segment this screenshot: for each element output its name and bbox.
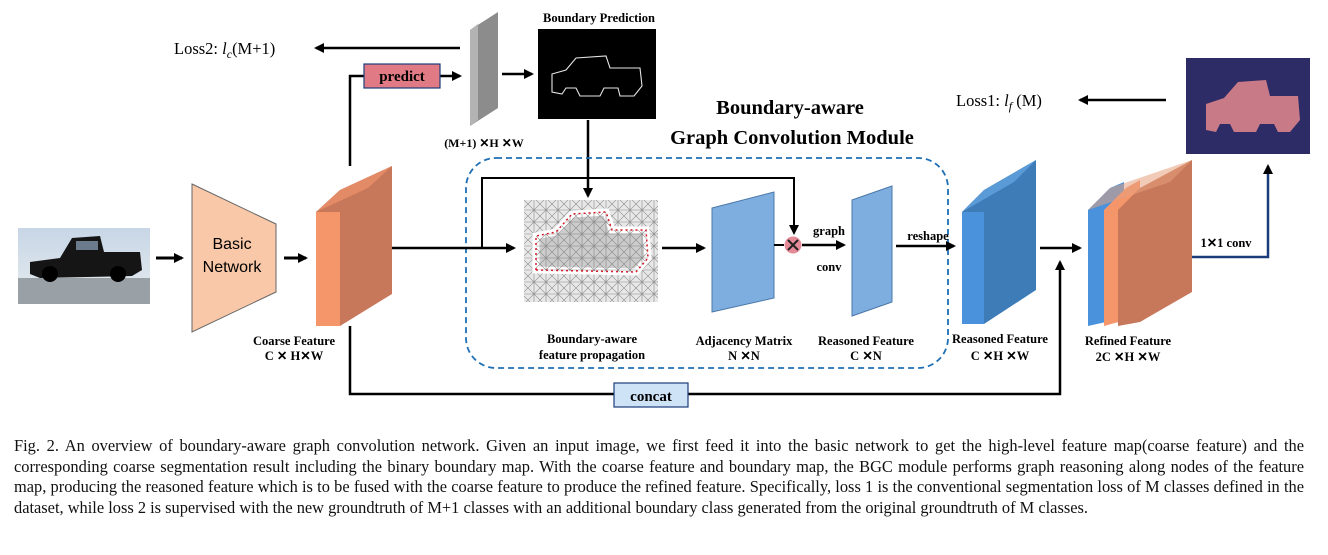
reasoned-big-label-2: C ✕H ✕W xyxy=(971,349,1030,363)
predict-box xyxy=(363,63,441,89)
reasoned-small-label-1: Reasoned Feature xyxy=(818,334,914,348)
coarse-feature-label-2: C ✕ H✕W xyxy=(265,349,324,363)
basic-network-label-1: Basic xyxy=(212,236,251,253)
predict-label: predict xyxy=(379,69,425,85)
concat-connector xyxy=(348,260,1065,396)
coarse-feature-block xyxy=(316,166,392,326)
segmentation-output-image xyxy=(1186,58,1310,154)
refined-label-2: 2C ✕H ✕W xyxy=(1096,350,1161,364)
refined-label-1: Refined Feature xyxy=(1085,334,1172,348)
boundary-prediction-image xyxy=(538,29,656,119)
loss2-label: Loss2: lc(M+1) xyxy=(174,39,275,61)
refined-feature-block xyxy=(1088,160,1192,326)
predict-connector xyxy=(348,71,462,166)
adjacency-label-2: N ✕N xyxy=(728,349,760,363)
prediction-map-block xyxy=(470,12,498,126)
conv1x1-connector xyxy=(1192,164,1273,259)
basic-network-block xyxy=(191,183,277,333)
coarse-feature-label-1: Coarse Feature xyxy=(253,334,335,348)
conv-label: conv xyxy=(817,260,843,274)
propagation-label-1: Boundary-aware xyxy=(547,332,638,346)
reasoned-small-label-2: C ✕N xyxy=(850,349,882,363)
concat-label: concat xyxy=(630,389,672,405)
reasoned-big-label-1: Reasoned Feature xyxy=(952,332,1048,346)
reasoned-feature-small-block xyxy=(851,185,893,317)
conv1x1-label: 1✕1 conv xyxy=(1200,236,1252,250)
reasoned-feature-big-block xyxy=(962,160,1036,324)
adjacency-label-1: Adjacency Matrix xyxy=(696,334,794,348)
basic-network-label-2: Network xyxy=(203,259,263,276)
boundary-prediction-title: Boundary Prediction xyxy=(543,11,655,25)
loss1-label: Loss1: lf (M) xyxy=(956,91,1042,113)
propagation-grid-image xyxy=(524,200,658,302)
figure-caption: Fig. 2. An overview of boundary-aware gr… xyxy=(14,436,1304,517)
module-dashed-border xyxy=(465,157,949,369)
concat-box xyxy=(613,382,689,408)
architecture-diagram: Basic Network Coarse Feature C ✕ H✕W pre… xyxy=(18,11,1310,408)
module-title-line-1: Boundary-aware xyxy=(716,97,864,119)
propagation-label-2: feature propagation xyxy=(539,348,645,362)
module-title-line-2: Graph Convolution Module xyxy=(670,127,914,149)
input-image xyxy=(18,228,150,304)
multiply-icon xyxy=(784,236,802,254)
adjacency-matrix-block xyxy=(711,191,775,313)
skip-to-multiply xyxy=(481,177,799,248)
reshape-label: reshape xyxy=(907,229,949,243)
graph-label: graph xyxy=(813,224,845,238)
prediction-dims-label: (M+1) ✕H ✕W xyxy=(444,136,524,150)
